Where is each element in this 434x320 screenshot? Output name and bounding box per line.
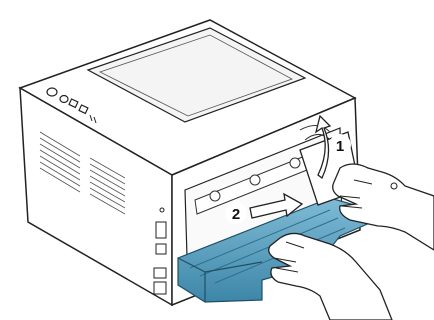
power-button-icon bbox=[47, 88, 57, 96]
hand-illustration-lower bbox=[269, 233, 392, 320]
callout-1: 1 bbox=[329, 134, 351, 156]
callout-2: 2 bbox=[225, 202, 247, 224]
hand-wrist-detail bbox=[391, 183, 397, 189]
callout-1-number: 1 bbox=[336, 138, 344, 155]
panel-button-2-icon bbox=[60, 96, 68, 103]
callout-2-number: 2 bbox=[232, 206, 240, 223]
